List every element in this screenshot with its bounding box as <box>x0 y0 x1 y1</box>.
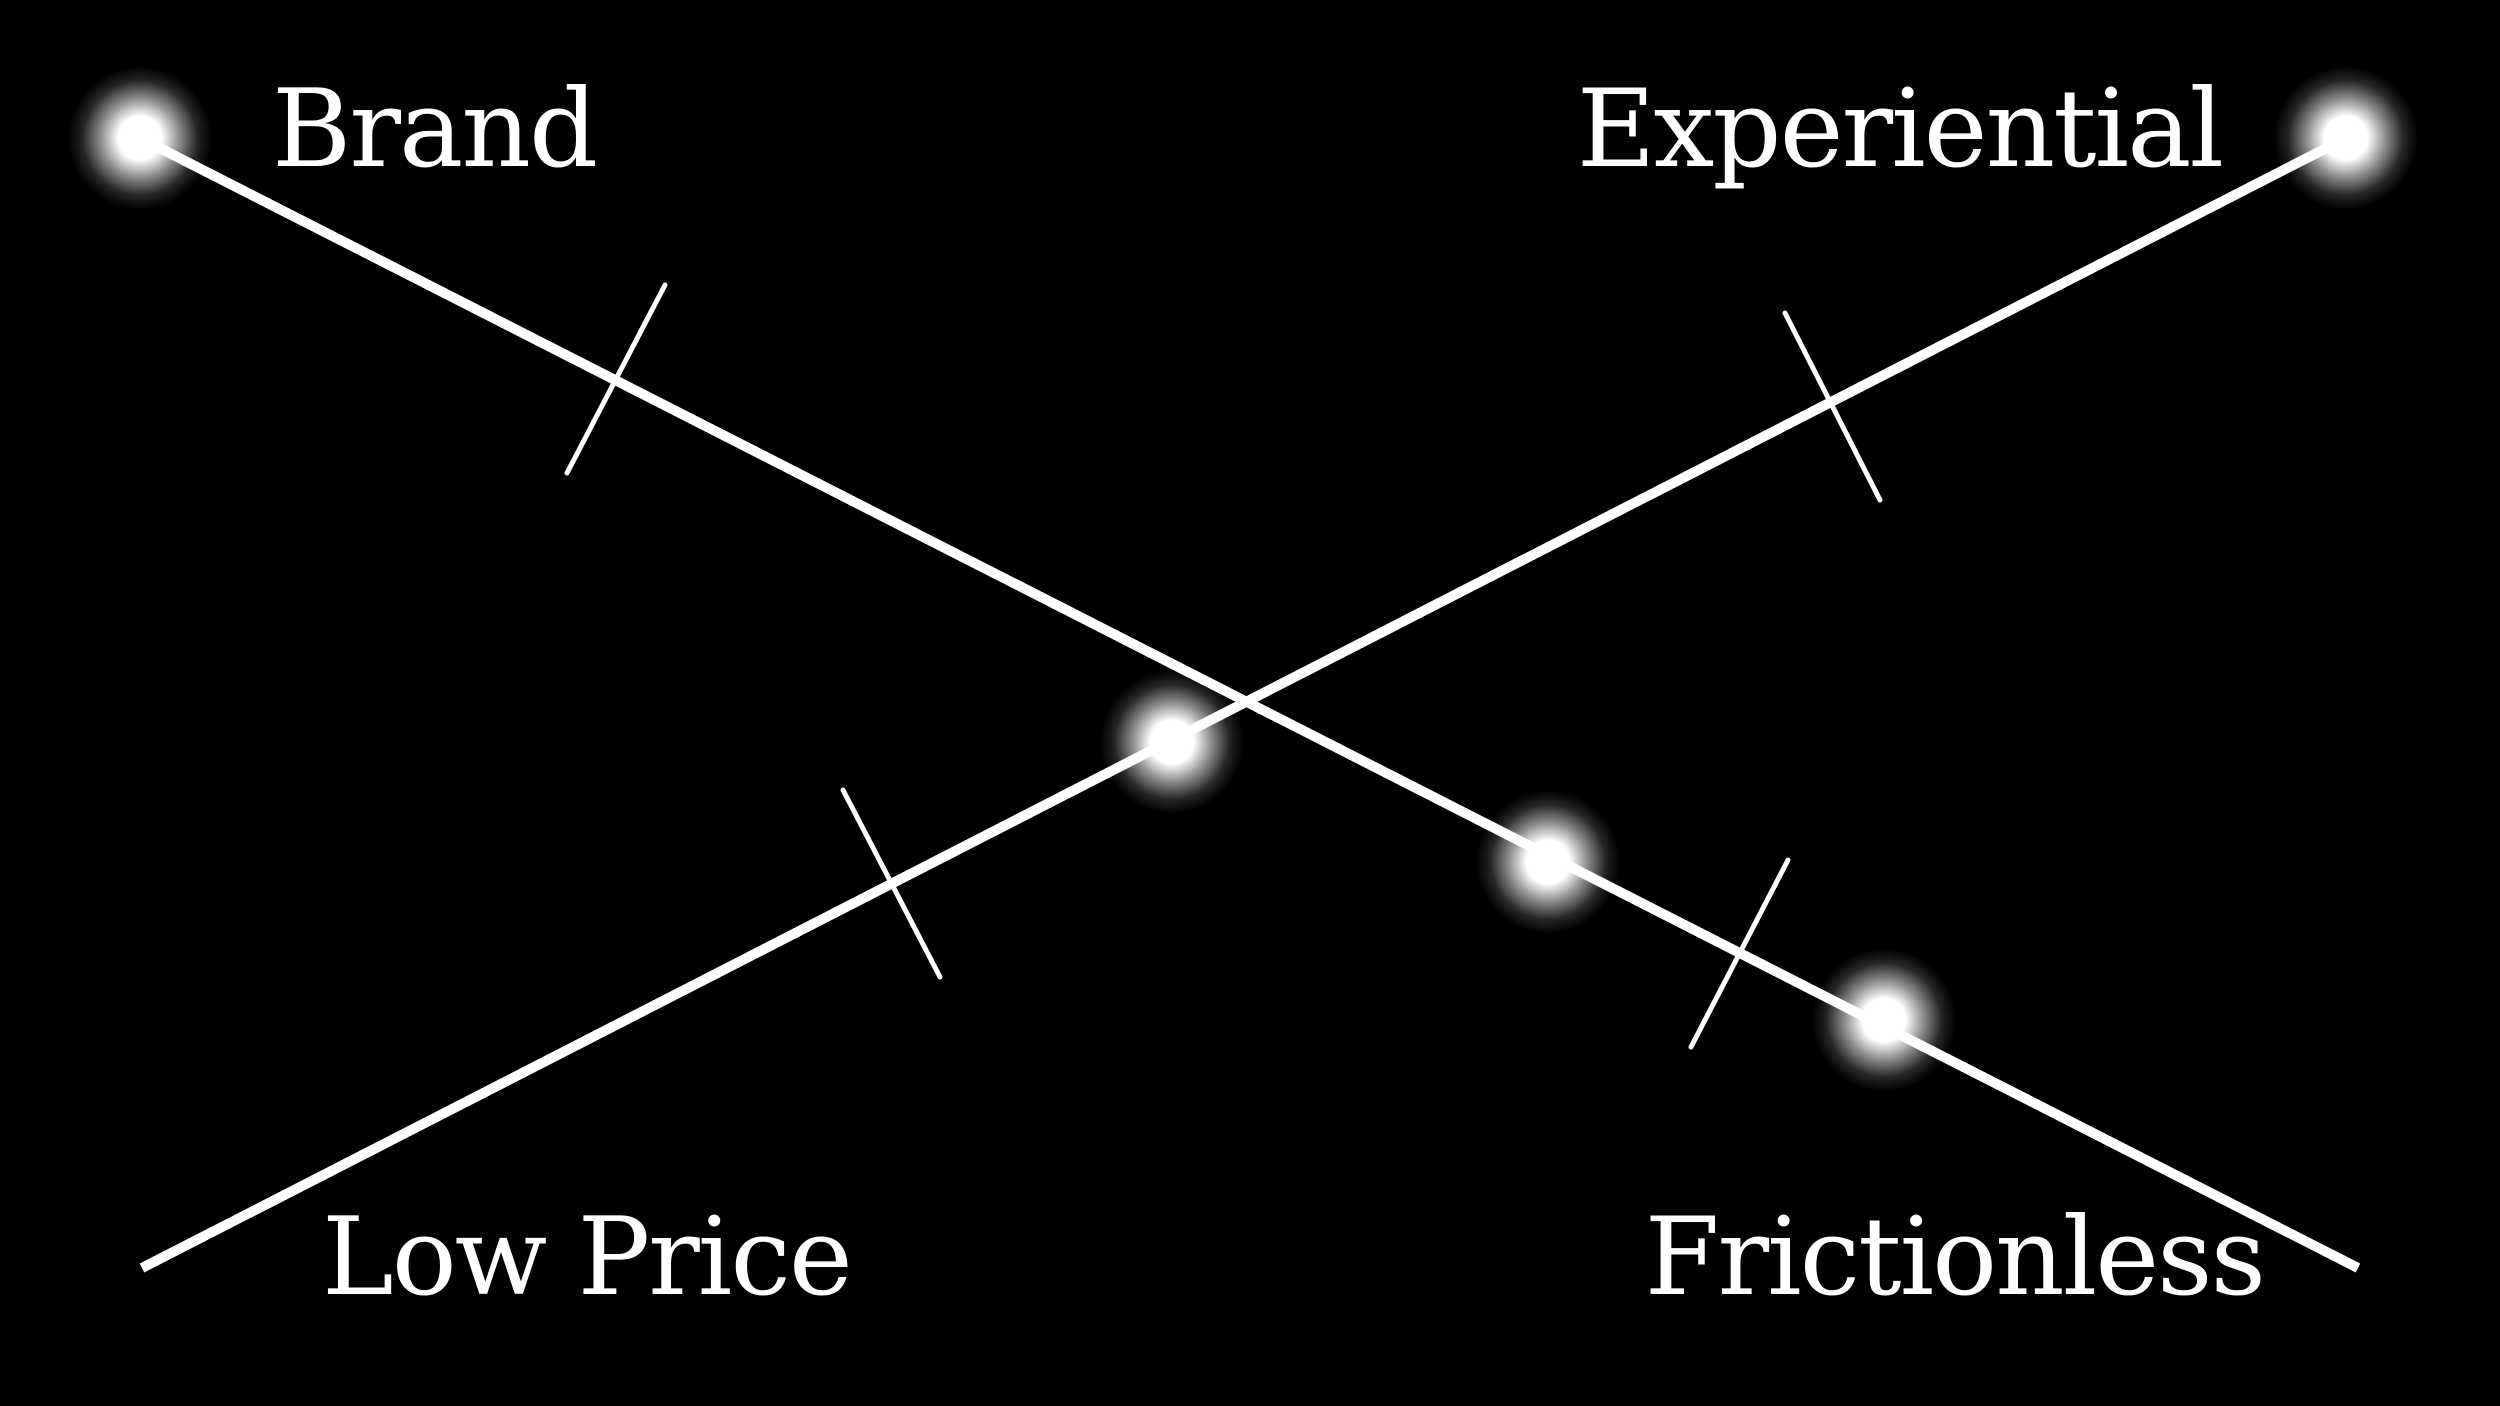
glow-point-frictionless-far <box>1812 948 1956 1092</box>
tick-mark <box>840 787 943 980</box>
label-experiential: Experiential <box>1576 67 2224 192</box>
label-frictionless: Frictionless <box>1644 1195 2266 1320</box>
glow-point-brand <box>68 66 212 210</box>
tick-mark <box>1782 310 1883 503</box>
label-brand: Brand <box>272 67 598 192</box>
glow-point-center <box>1100 670 1244 814</box>
glow-point-frictionless-near <box>1476 790 1620 934</box>
label-low-price: Low Price <box>322 1195 853 1320</box>
axis-line-lowprice-experiential <box>139 133 2349 1273</box>
tick-mark <box>1688 857 1791 1050</box>
glow-point-experiential <box>2274 66 2418 210</box>
tick-mark <box>564 282 668 476</box>
